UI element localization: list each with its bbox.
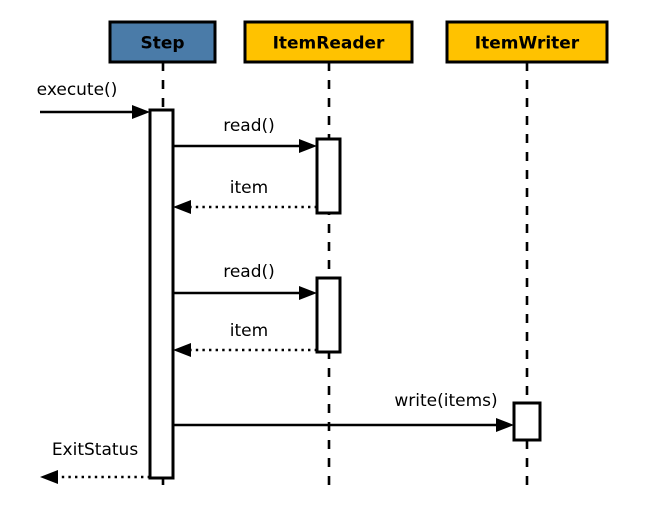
message-label-read-1: read() [223,116,275,136]
message-arrowhead-write-items [496,418,514,432]
message-execute[interactable]: execute() [37,80,150,119]
message-item-2[interactable]: item [173,321,317,357]
message-label-write-items: write(items) [394,391,497,411]
message-arrowhead-exit-status [40,470,58,484]
message-arrowhead-read-2 [299,286,317,300]
participant-label-item-reader: ItemReader [273,34,385,54]
participant-step[interactable]: Step [108,20,217,64]
lifelines-group [161,62,529,492]
participant-box-item-reader[interactable] [243,20,414,64]
participant-label-item-writer: ItemWriter [475,34,580,54]
activation-bar-reader-1[interactable] [315,137,342,215]
message-label-item-1: item [230,178,268,198]
message-label-execute: execute() [37,80,118,100]
activation-bar-writer-1[interactable] [512,401,542,442]
message-read-2[interactable]: read() [173,262,317,300]
message-arrowhead-item-2 [173,343,191,357]
message-arrowhead-item-1 [173,200,191,214]
message-label-exit-status: ExitStatus [52,440,139,460]
participant-item-reader[interactable]: ItemReader [243,20,414,64]
message-label-read-2: read() [223,262,275,282]
participant-box-item-writer[interactable] [445,20,609,64]
message-arrowhead-execute [132,105,150,119]
activations-group [148,108,542,480]
message-read-1[interactable]: read() [173,116,317,153]
participant-box-step[interactable] [108,20,217,64]
participant-label-step: Step [140,34,184,54]
message-exit-status[interactable]: ExitStatus [40,440,150,484]
message-label-item-2: item [230,321,268,341]
message-arrowhead-read-1 [299,139,317,153]
activation-bar-reader-2[interactable] [315,276,342,354]
message-write-items[interactable]: write(items) [173,391,514,432]
message-item-1[interactable]: item [173,178,317,214]
activation-bar-step[interactable] [148,108,175,480]
participant-item-writer[interactable]: ItemWriter [445,20,609,64]
